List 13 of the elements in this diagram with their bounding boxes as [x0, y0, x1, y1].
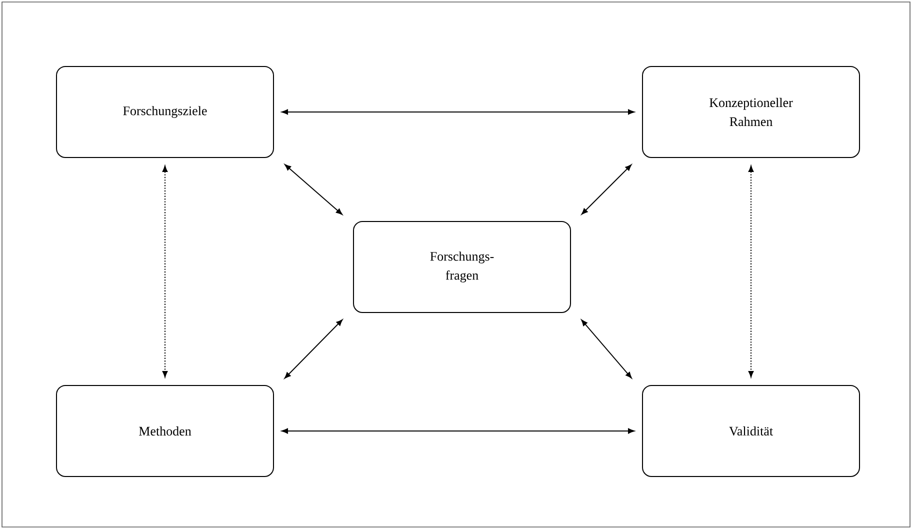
arrow: [162, 166, 168, 378]
arrow: [282, 428, 634, 434]
arrow: [284, 319, 343, 379]
process-box: Validität: [642, 385, 860, 477]
arrow: [581, 320, 632, 378]
arrow: [282, 109, 634, 115]
process-box: Forschungsziele: [56, 66, 274, 158]
arrow: [748, 166, 754, 378]
arrow: [284, 164, 342, 215]
arrow: [581, 164, 632, 215]
process-box: Forschungs- fragen: [353, 221, 571, 313]
process-box: Konzeptioneller Rahmen: [642, 66, 860, 158]
process-box: Methoden: [56, 385, 274, 477]
